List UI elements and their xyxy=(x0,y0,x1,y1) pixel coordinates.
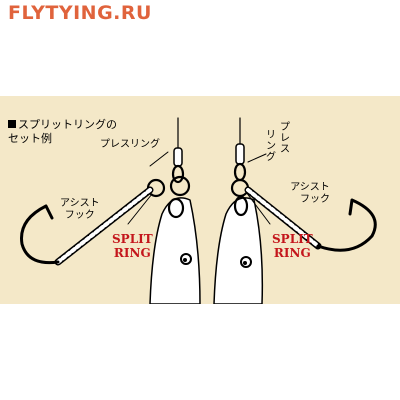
site-title: FLYTYING.RU xyxy=(8,2,152,24)
assist-hook-label-left: アシスト フック xyxy=(60,198,100,221)
solid-ring-label-right-col1: プ レ ス xyxy=(280,122,290,155)
split-ring-left-b xyxy=(169,175,191,197)
lure-eye-ring-right xyxy=(233,195,249,217)
split-ring-rigging-illustration xyxy=(20,117,377,304)
pointer-split-ring-right xyxy=(245,191,271,225)
pointer-solid-ring-right xyxy=(247,153,267,163)
section-heading-line1: スプリットリングの xyxy=(18,118,117,131)
assist-hook-label-right: アシスト フック xyxy=(290,182,330,205)
solid-ring-left xyxy=(171,164,185,184)
solid-ring-right xyxy=(233,162,247,182)
section-heading-line2: セット例 xyxy=(8,132,52,145)
assist-hook-left xyxy=(20,204,60,265)
pointer-split-ring-left xyxy=(127,193,153,225)
illustration-panel xyxy=(0,96,400,304)
crimp-sleeve-right xyxy=(235,143,245,165)
split-ring-label-left: SPLIT RING xyxy=(112,232,153,260)
assist-hook-right xyxy=(316,198,377,252)
lure-fish-eye-pupil-left xyxy=(183,258,187,262)
lure-eye-ring-left xyxy=(167,197,185,219)
section-heading: スプリットリングの セット例 xyxy=(8,118,117,146)
lure-fish-eye-pupil-right xyxy=(243,261,247,265)
solid-ring-label-right-col2: リ ン グ xyxy=(266,130,276,163)
lure-body-right xyxy=(213,197,264,304)
crimp-sleeve-left xyxy=(173,147,183,167)
lure-body-left xyxy=(149,197,201,304)
pointer-solid-ring-left xyxy=(149,151,169,167)
split-ring-label-right: SPLIT RING xyxy=(272,232,313,260)
solid-ring-label-left: プレスリング xyxy=(100,139,160,150)
heading-bullet-square xyxy=(8,120,16,128)
